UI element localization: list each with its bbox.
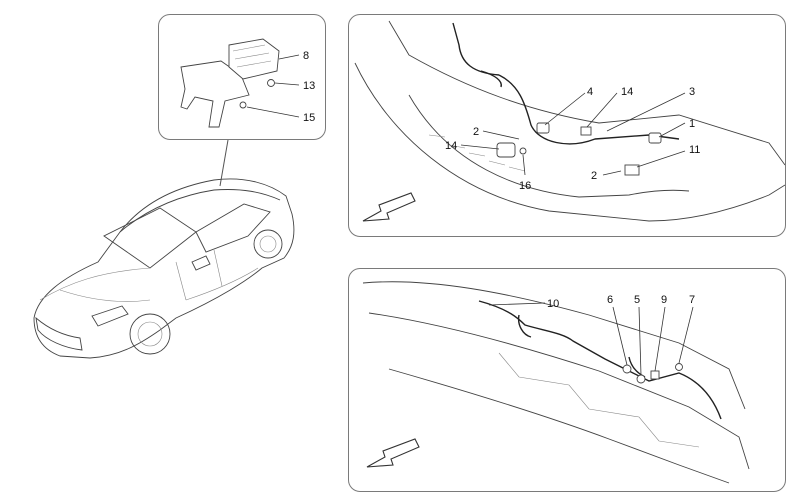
module-detail-panel: 8 13 15: [158, 14, 326, 140]
car-hood: [39, 267, 151, 302]
front-harness-branch: [480, 70, 502, 88]
leader-16: [522, 154, 526, 176]
front-direction-arrow: [362, 192, 416, 222]
rear-bumper-top: [362, 281, 746, 410]
callout-4: 4: [587, 86, 593, 98]
connector-9: [650, 370, 660, 380]
callout-13: 13: [303, 80, 315, 92]
camera-14: [496, 142, 516, 158]
leader-2b: [602, 170, 622, 176]
control-module-detail: [232, 44, 272, 68]
leader-2a: [482, 130, 520, 140]
leader-15: [246, 106, 300, 118]
callout-9: 9: [661, 294, 667, 306]
front-wheel: [129, 313, 171, 355]
clip-7: [675, 363, 683, 371]
rear-wheel-rim: [259, 235, 277, 253]
callout-11: 11: [689, 144, 700, 156]
module-leader-line: [219, 139, 229, 187]
callout-1: 1: [689, 118, 695, 130]
car-roof: [119, 189, 281, 233]
leader-14: [460, 144, 500, 150]
leader-1: [658, 122, 686, 138]
front-bumper-panel: 4 14 3 1 2 14 16 11 2: [348, 14, 786, 237]
leader-9: [654, 306, 666, 372]
sensor-1: [648, 132, 662, 144]
control-module: [228, 38, 280, 80]
front-grille-slots: [428, 134, 526, 172]
rear-direction-arrow: [366, 438, 420, 468]
leader-4: [544, 92, 586, 126]
leader-7: [678, 306, 694, 364]
rear-diffuser: [498, 352, 700, 448]
rear-bumper-edge: [368, 312, 750, 470]
car-windshield: [103, 207, 197, 269]
connector-12: [580, 126, 592, 136]
callout-6: 6: [607, 294, 613, 306]
leader-10: [488, 302, 546, 306]
leader-11: [636, 150, 686, 168]
rear-wheel: [253, 229, 283, 259]
leader-13: [274, 82, 300, 86]
leader-3: [606, 92, 686, 132]
callout-10: 10: [547, 298, 559, 310]
clip-16: [519, 147, 527, 155]
front-bumper-cover: [354, 62, 785, 222]
sensor-5: [636, 374, 646, 384]
callout-16: 16: [519, 180, 531, 192]
car-headlight: [91, 305, 129, 327]
leader-5: [638, 306, 642, 376]
leader-8: [278, 54, 300, 60]
callout-5: 5: [634, 294, 640, 306]
front-wheel-rim: [137, 321, 163, 347]
nut-13: [267, 79, 275, 87]
rear-bumper-lower: [388, 368, 730, 484]
callout-14: 14: [445, 140, 457, 152]
callout-15: 15: [303, 112, 315, 124]
car-mirror: [191, 255, 211, 271]
car-door-lines: [175, 249, 259, 301]
rear-harness-wire: [478, 300, 722, 420]
callout-3: 3: [689, 86, 695, 98]
callout-7: 7: [689, 294, 695, 306]
front-harness-wire: [452, 22, 680, 145]
car-body-outline: [33, 178, 295, 359]
sensor-6: [622, 364, 632, 374]
front-bumper-beam: [388, 20, 785, 166]
screw-15: [239, 101, 247, 109]
callout-8: 8: [303, 50, 309, 62]
leader-6: [612, 306, 628, 366]
car-side-window: [195, 203, 271, 253]
bracket-11: [624, 164, 640, 176]
callout-2-left: 2: [473, 126, 479, 138]
sensor-4: [536, 122, 550, 134]
rear-bumper-panel: 10 6 5 9 7: [348, 268, 786, 492]
front-bumper-lower: [408, 94, 690, 198]
callout-12: 14: [621, 86, 633, 98]
car-grille: [35, 316, 83, 351]
callout-2-right: 2: [591, 170, 597, 182]
leader-12: [586, 92, 618, 128]
